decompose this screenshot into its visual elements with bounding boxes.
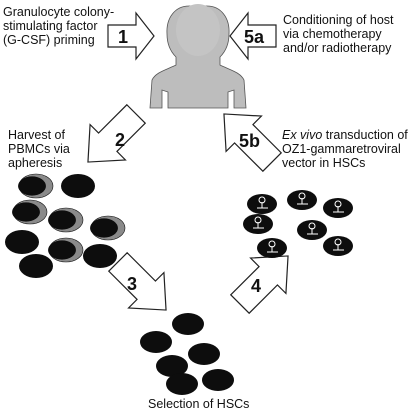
pbmc-cell [61, 174, 95, 198]
pbmc-cell [48, 207, 84, 233]
step-5b-label: Ex vivo transduction of OZ1-gammaretrovi… [282, 128, 408, 170]
pbmc-cell [18, 173, 54, 199]
pbmc-cell-cluster [5, 173, 126, 278]
cell-nucleus [19, 254, 53, 278]
human-head [176, 4, 220, 56]
cell-nucleus [166, 373, 198, 395]
vector-marker-icon [253, 216, 264, 229]
hsc-cell [202, 369, 234, 391]
pbmc-cell [5, 230, 39, 254]
vector-marker-icon [333, 200, 344, 213]
arrow-step-2 [87, 103, 147, 163]
step-5b-text: transduction of OZ1-gammaretroviral vect… [282, 128, 408, 170]
selection-label: Selection of HSCs [148, 397, 250, 411]
step-5b-number: 5b [239, 131, 260, 151]
step-5b-italic: Ex vivo [282, 128, 323, 142]
cell-nucleus [5, 230, 39, 254]
cell-nucleus [202, 369, 234, 391]
cell-nucleus [156, 355, 188, 377]
step-2-label: Harvest of PBMCs via apheresis [8, 128, 70, 170]
human-figure [149, 4, 247, 109]
pbmc-cell [12, 199, 48, 225]
hsc-cell [172, 313, 204, 335]
pbmc-cell [90, 215, 126, 241]
cell-nucleus [83, 244, 117, 268]
arrow-step-5a: 5a [229, 11, 277, 61]
hsc-cell [156, 355, 188, 377]
cell-nucleus [140, 331, 172, 353]
step-3-number: 3 [127, 274, 137, 294]
vector-marker-icon [297, 192, 308, 205]
cell-nucleus [90, 218, 118, 238]
pbmc-cell [19, 254, 53, 278]
hsc-cell [140, 331, 172, 353]
vector-marker-icon [333, 238, 344, 251]
vector-marker-icon [267, 240, 278, 253]
arrow-step-5b [223, 113, 283, 173]
arrow-step-4 [229, 255, 289, 315]
transduced-hsc-cluster [243, 190, 353, 258]
pbmc-cell [48, 237, 84, 263]
hsc-cell [166, 373, 198, 395]
vector-marker-icon [257, 196, 268, 209]
human-silhouette [149, 5, 247, 109]
step-1-number: 1 [118, 27, 128, 47]
step-2-number: 2 [115, 130, 125, 150]
cell-nucleus [188, 343, 220, 365]
arrow-step-3 [107, 251, 167, 311]
hsc-cell-cluster [140, 313, 234, 395]
arrow-step-1: 1 [107, 11, 155, 61]
step-1-label: Granulocyte colony- stimulating factor (… [3, 5, 115, 47]
step-4-number: 4 [251, 276, 261, 296]
step-5a-number: 5a [244, 27, 265, 47]
cell-nucleus [61, 174, 95, 198]
cell-nucleus [48, 210, 76, 230]
hsc-cell [188, 343, 220, 365]
pbmc-cell [83, 244, 117, 268]
step-5a-label: Conditioning of host via chemotherapy an… [283, 13, 394, 55]
cell-nucleus [12, 202, 40, 222]
cell-nucleus [172, 313, 204, 335]
cell-nucleus [18, 176, 46, 196]
cell-nucleus [48, 240, 76, 260]
vector-marker-icon [307, 222, 318, 235]
